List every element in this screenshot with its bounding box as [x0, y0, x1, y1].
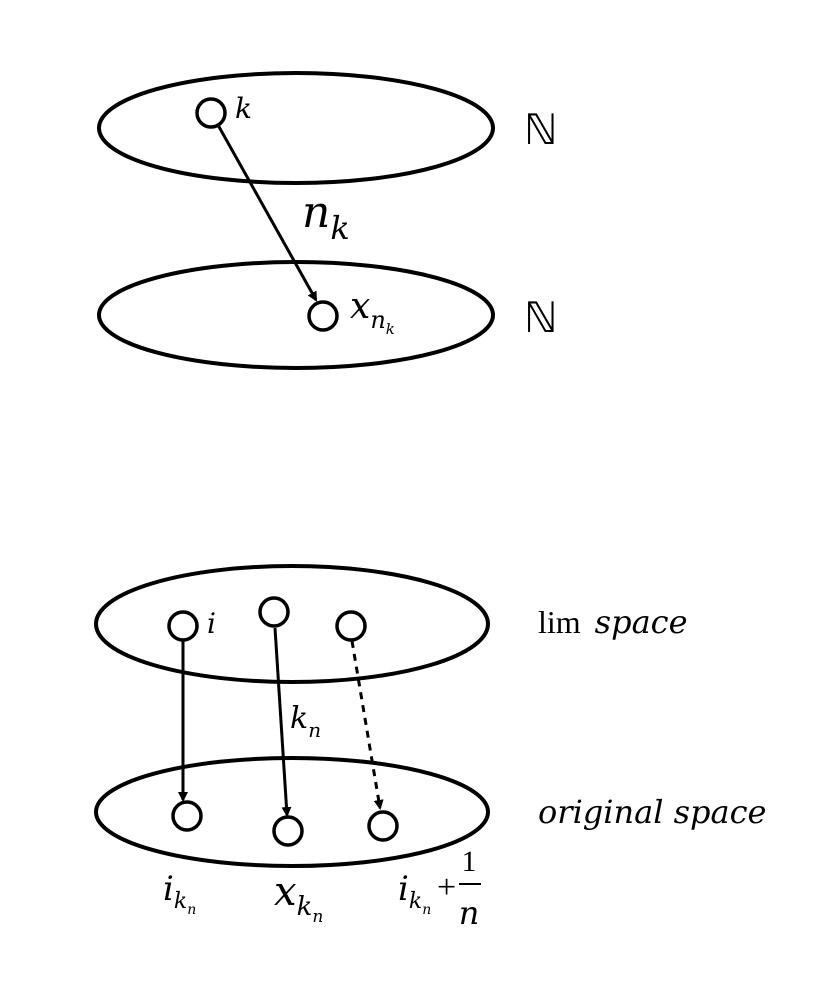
label-i-kn-base: i [163, 869, 174, 909]
space-label: space [595, 603, 688, 641]
natural-numbers-label-upper: ℕ [524, 105, 558, 154]
label-i-kn: ikn [163, 869, 196, 918]
label-i-kn-plus-subsub: n [422, 902, 431, 918]
lower-set-ellipse [97, 260, 495, 370]
label-kn-sub: n [308, 718, 321, 742]
label-k: k [235, 92, 252, 125]
label-nk-base: n [302, 187, 330, 238]
label-x-nk-subsub: k [386, 320, 395, 338]
label-x-kn-subsub: n [312, 907, 323, 927]
node-i-kn-plus [367, 810, 399, 842]
lim-space-label: lim space [538, 603, 688, 641]
label-x-nk-sub: n [370, 306, 385, 334]
node-x-nk [307, 300, 339, 332]
top-diagram: k nk xnk ℕ ℕ [97, 71, 558, 370]
original-space-label: original space [538, 793, 766, 831]
label-x-kn-base: x [274, 869, 297, 915]
label-x-nk: xnk [350, 286, 395, 338]
label-i-kn-plus-base: i [398, 869, 409, 909]
label-i-kn-plus: ikn [398, 869, 431, 918]
lim-label: lim [538, 604, 581, 640]
label-x-nk-base: x [350, 286, 370, 327]
node-lim-middle [258, 596, 290, 628]
label-i-kn-plus-sub: k [409, 889, 422, 914]
label-nk: nk [302, 187, 350, 247]
fraction-denominator: n [459, 894, 480, 932]
node-i-kn [171, 800, 203, 832]
node-x-kn [272, 815, 304, 847]
node-lim-right [335, 610, 367, 642]
label-i-kn-sub: k [174, 889, 187, 914]
arrow-kn [273, 627, 292, 817]
subsequence-arrow [216, 124, 318, 302]
label-i: i [207, 607, 216, 640]
natural-numbers-label-lower: ℕ [524, 293, 558, 342]
upper-set-ellipse [97, 71, 495, 185]
original-space-ellipse [94, 756, 490, 868]
fraction-numerator: 1 [462, 845, 477, 878]
lim-space-ellipse [94, 564, 490, 684]
node-k [195, 97, 227, 129]
label-x-kn: xkn [274, 869, 323, 927]
node-i [167, 610, 199, 642]
label-x-kn-sub: k [297, 892, 313, 922]
label-i-kn-subsub: n [187, 902, 196, 918]
plus-sign: + [437, 869, 456, 906]
arrow-dashed [350, 640, 384, 810]
label-kn: kn [290, 701, 321, 742]
label-nk-sub: k [330, 209, 349, 247]
label-kn-base: k [290, 701, 308, 736]
